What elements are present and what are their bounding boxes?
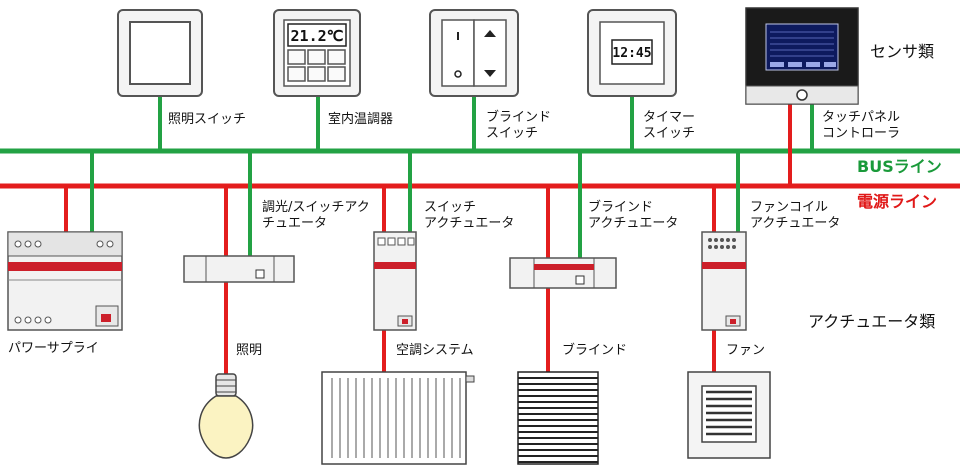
touch-panel-label: タッチパネル コントローラ bbox=[822, 110, 901, 141]
sensors-category-label: センサ類 bbox=[870, 42, 935, 61]
blind-label: ブラインド bbox=[562, 343, 628, 358]
radiator-icon bbox=[321, 371, 475, 465]
blind-icon bbox=[517, 371, 599, 465]
power-supply-device bbox=[7, 231, 123, 331]
lighting-label: 照明 bbox=[236, 343, 263, 358]
load-power-drops bbox=[224, 282, 716, 374]
timer-switch-label: タイマー スイッチ bbox=[643, 110, 696, 141]
thermostat-display-text: 21.2℃ bbox=[291, 27, 344, 45]
timer-display-text: 12:45 bbox=[612, 46, 651, 61]
switch-actuator-label: スイッチ アクチュエータ bbox=[424, 200, 515, 231]
actuators-category-label: アクチュエータ類 bbox=[808, 312, 936, 331]
touch-panel-device bbox=[745, 7, 859, 105]
light-bulb-icon bbox=[198, 373, 254, 459]
blind-actuator-device bbox=[509, 257, 617, 289]
fancoil-actuator-device bbox=[701, 231, 747, 331]
thermostat-device: 21.2℃ bbox=[273, 9, 361, 97]
power-line-label: 電源ライン bbox=[857, 192, 938, 211]
light-switch-label: 照明スイッチ bbox=[168, 112, 247, 127]
light-switch-device bbox=[117, 9, 203, 97]
blind-switch-label: ブラインド スイッチ bbox=[486, 110, 552, 141]
blind-actuator-label: ブラインド アクチュエータ bbox=[588, 200, 679, 231]
sensor-drops bbox=[158, 96, 814, 151]
timer-switch-device: 12:45 bbox=[587, 9, 677, 97]
hvac-label: 空調システム bbox=[396, 343, 474, 358]
actuator-power-drops bbox=[64, 186, 716, 258]
switch-actuator-device bbox=[373, 231, 417, 331]
actuator-bus-drops bbox=[90, 151, 740, 258]
fancoil-actuator-label: ファンコイル アクチュエータ bbox=[750, 200, 841, 231]
blind-switch-device bbox=[429, 9, 519, 97]
bus-line-label: BUSライン bbox=[857, 157, 942, 176]
power-supply-label: パワーサプライ bbox=[8, 341, 99, 356]
fan-label: ファン bbox=[726, 343, 766, 358]
thermostat-label: 室内温調器 bbox=[328, 112, 394, 127]
dimmer-actuator-device bbox=[183, 255, 295, 283]
dimmer-actuator-label: 調光/スイッチアク チュエータ bbox=[262, 200, 370, 231]
fan-grille-icon bbox=[687, 371, 771, 459]
